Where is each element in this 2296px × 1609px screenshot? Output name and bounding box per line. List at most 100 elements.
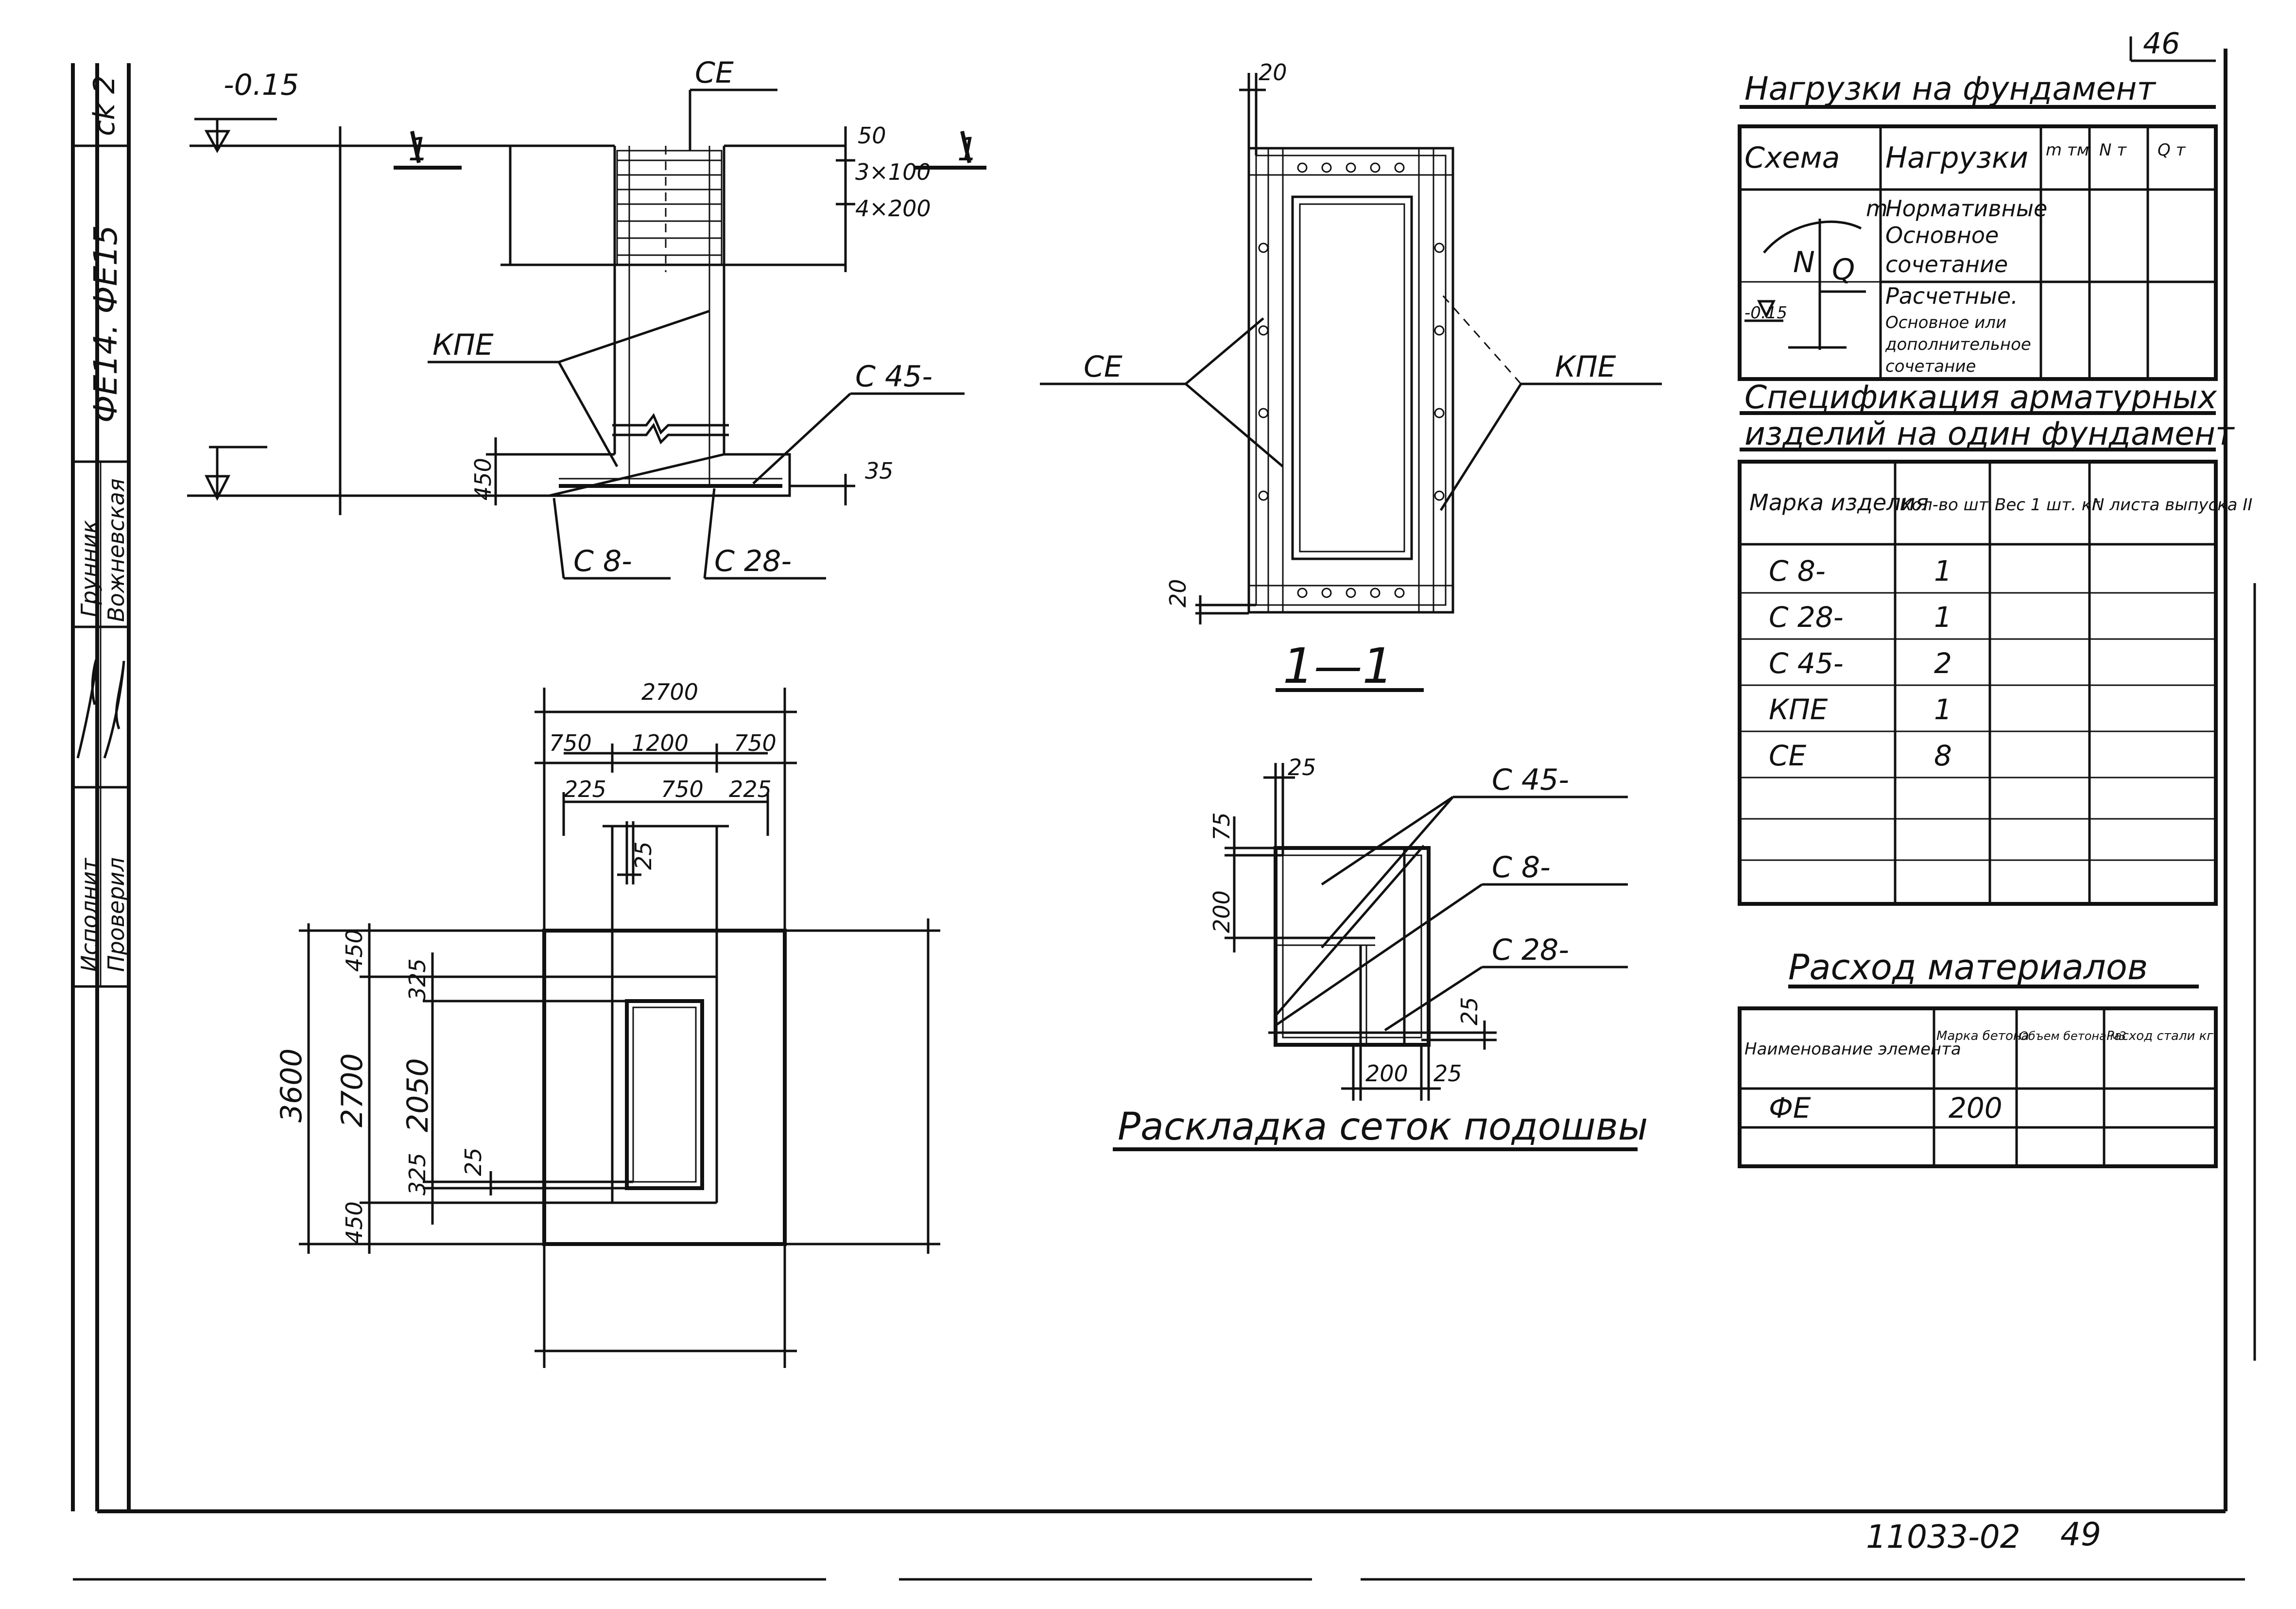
loads-table-title: Нагрузки на фундамент bbox=[1744, 70, 2157, 107]
loads-scheme-level: -0.15 bbox=[1744, 303, 1787, 323]
spec-row-5-qty: 8 bbox=[1934, 739, 1952, 772]
loads-row1-line2: Основное bbox=[1885, 222, 1999, 248]
plan-dim-325-top: 325 bbox=[404, 958, 431, 1001]
side-stamp bbox=[71, 63, 131, 1511]
elevation-view bbox=[187, 88, 986, 580]
mesh-label-c8: С 8- bbox=[1492, 850, 1551, 884]
section-dim-bottom: 20 bbox=[1165, 579, 1191, 607]
spec-row-2-qty: 1 bbox=[1934, 601, 1952, 634]
elevation-label-c28: С 28- bbox=[714, 544, 792, 578]
stamp-top-code: ck 2 bbox=[87, 75, 121, 136]
loads-table bbox=[1738, 105, 2218, 381]
page-number: 46 bbox=[2143, 27, 2180, 61]
spec-row-2-mark: С 28- bbox=[1769, 601, 1844, 634]
section-label-kpe: КПЕ bbox=[1555, 350, 1616, 384]
spec-row-5-mark: CE bbox=[1769, 739, 1806, 772]
document-code: 11033-02 bbox=[1866, 1518, 2020, 1556]
plan-dim-2700-side: 2700 bbox=[335, 1053, 369, 1127]
section-title: 1—1 bbox=[1283, 638, 1393, 694]
elevation-label-c8: С 8- bbox=[573, 544, 632, 578]
plan-dim-2700-top: 2700 bbox=[641, 679, 698, 705]
plan-dim-25-side: 25 bbox=[460, 1147, 486, 1176]
mesh-dim-200-bottom: 200 bbox=[1365, 1060, 1408, 1087]
materials-header-grade: Марка бетона bbox=[1936, 1029, 2029, 1043]
spec-header-qty: Кол-во шт. bbox=[1900, 495, 1993, 515]
mesh-dim-25-bottom: 25 bbox=[1433, 1060, 1462, 1087]
materials-table bbox=[1738, 985, 2218, 1168]
elevation-level-mark: -0.15 bbox=[224, 68, 299, 102]
spec-header-weight: Вес 1 шт. кг bbox=[1995, 495, 2101, 515]
loads-row2-line2: Основное или bbox=[1885, 313, 2006, 332]
elevation-dim-50: 50 bbox=[858, 122, 886, 149]
section-label-ce: CE bbox=[1084, 350, 1122, 384]
stamp-role-4: Проверил bbox=[103, 857, 129, 972]
loads-row2-line4: сочетание bbox=[1885, 357, 1976, 376]
elevation-label-kpe: КПЕ bbox=[432, 328, 494, 362]
plan-dim-225-left: 225 bbox=[564, 776, 606, 802]
stamp-role-3: Исполнит bbox=[76, 858, 103, 972]
mesh-dim-25-right: 25 bbox=[1456, 997, 1483, 1025]
stamp-role-1: Грунник bbox=[76, 520, 103, 617]
materials-row-name: ФЕ bbox=[1769, 1091, 1811, 1125]
spec-row-3-mark: С 45- bbox=[1769, 647, 1844, 680]
section-mark-right: 1 bbox=[957, 131, 978, 168]
materials-title: Расход материалов bbox=[1788, 947, 2148, 987]
plan-view bbox=[299, 688, 940, 1368]
materials-header-steel: Расход стали кг bbox=[2106, 1029, 2213, 1043]
materials-header-volume: Объем бетона м3 bbox=[2019, 1029, 2126, 1043]
elevation-label-c45: С 45- bbox=[855, 360, 932, 394]
spec-title-line2: изделий на один фундамент bbox=[1744, 415, 2235, 452]
materials-row-grade: 200 bbox=[1949, 1091, 2003, 1125]
spec-row-1-mark: С 8- bbox=[1769, 554, 1826, 588]
document-sheet-number: 49 bbox=[2060, 1516, 2101, 1553]
mesh-layout-view bbox=[1113, 763, 1638, 1151]
loads-scheme-q: Q bbox=[1832, 253, 1855, 287]
mesh-layout-title: Раскладка сеток подошвы bbox=[1118, 1105, 1648, 1149]
elevation-dim-35: 35 bbox=[865, 458, 894, 484]
elevation-dim-4x200: 4×200 bbox=[855, 195, 931, 222]
loads-header-scheme: Схема bbox=[1744, 141, 1840, 175]
plan-dim-750-mid: 750 bbox=[661, 776, 704, 802]
spec-row-4-mark: КПЕ bbox=[1769, 693, 1828, 726]
mesh-dim-75: 75 bbox=[1208, 812, 1235, 841]
plan-dim-750-right: 750 bbox=[734, 730, 777, 756]
elevation-dim-450: 450 bbox=[470, 458, 496, 501]
plan-dim-750-left: 750 bbox=[549, 730, 592, 756]
loads-row2-line3: дополнительное bbox=[1885, 335, 2031, 354]
spec-header-sheet: N листа выпуска II bbox=[2092, 495, 2252, 515]
loads-row1-line3: сочетание bbox=[1885, 251, 2008, 277]
spec-row-4-qty: 1 bbox=[1934, 693, 1952, 726]
plan-dim-25-top: 25 bbox=[630, 841, 656, 870]
materials-header-name: Наименование элемента bbox=[1744, 1039, 1961, 1059]
elevation-dim-3x100: 3×100 bbox=[855, 159, 931, 185]
plan-dim-1200: 1200 bbox=[632, 730, 689, 756]
loads-header-n: N т bbox=[2099, 140, 2127, 160]
loads-scheme-m: m bbox=[1866, 195, 1888, 222]
plan-dim-450-bottom: 450 bbox=[341, 1201, 367, 1244]
stamp-role-2: Вожневская bbox=[103, 478, 129, 622]
spec-row-3-qty: 2 bbox=[1934, 647, 1952, 680]
mesh-dim-200-left: 200 bbox=[1208, 890, 1235, 933]
rebar-dots bbox=[1258, 162, 1445, 598]
elevation-label-ce: CE bbox=[695, 56, 734, 90]
spec-title-line1: Спецификация арматурных bbox=[1744, 379, 2217, 416]
spec-header-mark: Марка изделия bbox=[1749, 489, 1929, 516]
plan-dim-3600: 3600 bbox=[275, 1048, 309, 1123]
plan-dim-325-bottom: 325 bbox=[404, 1153, 431, 1195]
spec-row-1-qty: 1 bbox=[1934, 554, 1952, 588]
mesh-dim-25-top: 25 bbox=[1288, 754, 1316, 780]
mesh-label-c45: С 45- bbox=[1492, 763, 1569, 797]
loads-header-q: Q т bbox=[2158, 140, 2186, 160]
loads-row2-line1: Расчетные. bbox=[1885, 283, 2018, 309]
section-mark-left: 1 bbox=[408, 131, 429, 168]
plan-dim-2050: 2050 bbox=[401, 1058, 435, 1132]
plan-dim-450-top: 450 bbox=[341, 929, 367, 972]
loads-row1-line1: Нормативные bbox=[1885, 195, 2047, 222]
loads-header-loads: Нагрузки bbox=[1885, 141, 2028, 175]
loads-header-m: m тм bbox=[2046, 140, 2089, 160]
mesh-label-c28: С 28- bbox=[1492, 933, 1569, 967]
section-1-1-view bbox=[1040, 73, 1662, 692]
loads-scheme-n: N bbox=[1793, 245, 1815, 279]
